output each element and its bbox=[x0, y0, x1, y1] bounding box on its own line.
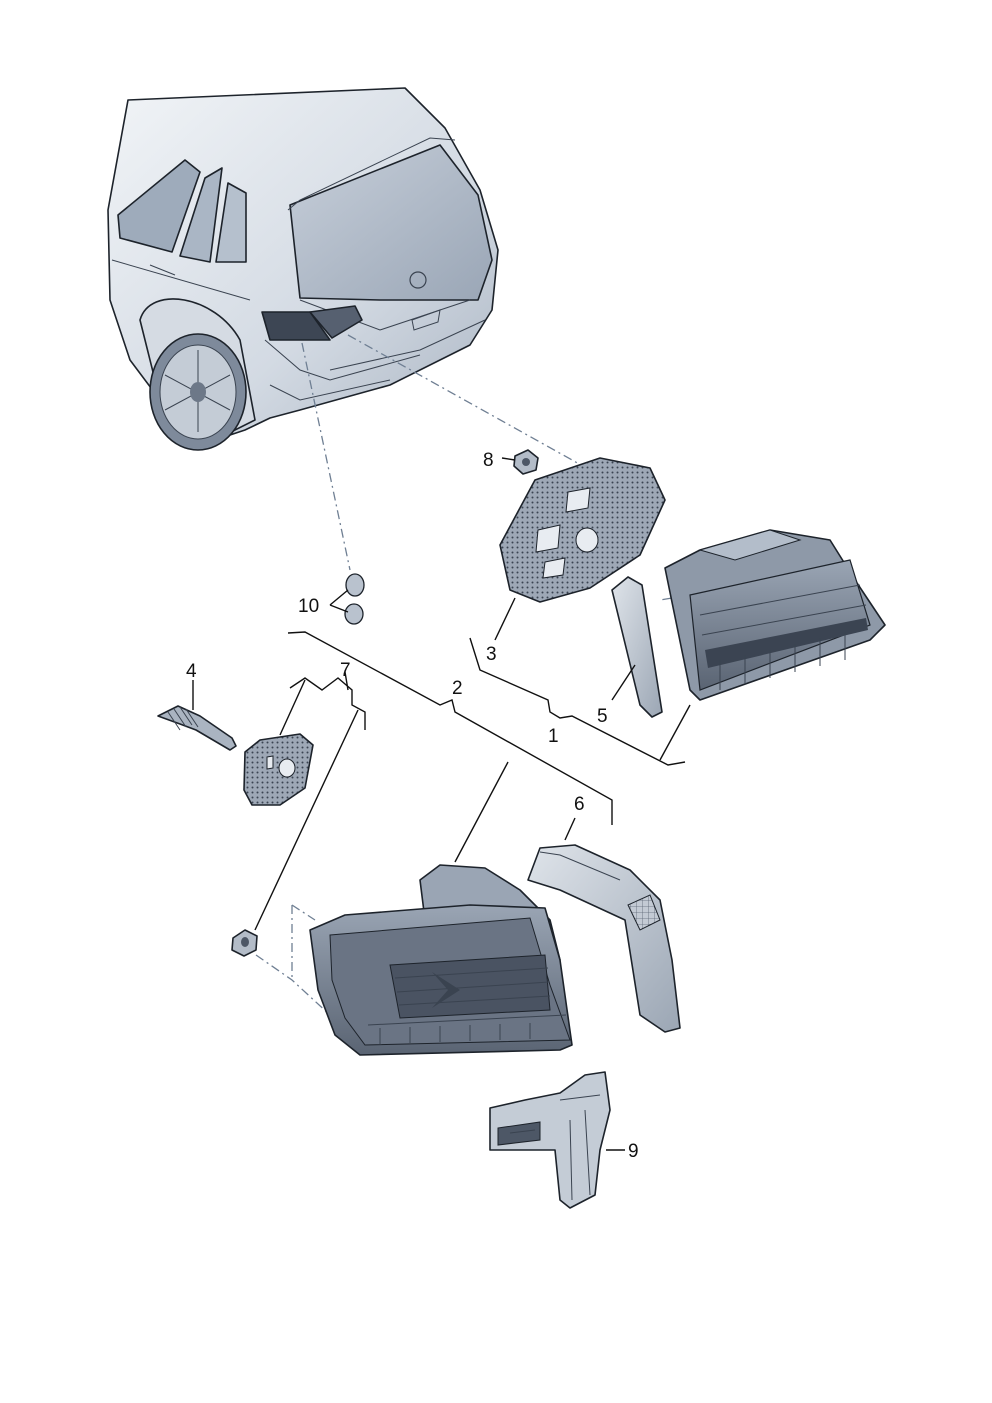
connector-lines bbox=[255, 334, 691, 1016]
callout-labels: 1 2 3 4 5 6 7 8 9 10 bbox=[186, 450, 639, 1162]
part-7-gasket bbox=[243, 733, 314, 806]
callout-7: 7 bbox=[340, 660, 351, 681]
part-3-gasket bbox=[499, 457, 666, 603]
callout-6: 6 bbox=[574, 794, 585, 815]
callout-3: 3 bbox=[486, 644, 497, 665]
part-10-caps bbox=[344, 573, 365, 625]
callout-5: 5 bbox=[597, 706, 608, 727]
part-9-bracket bbox=[489, 1071, 611, 1209]
callout-4: 4 bbox=[186, 661, 197, 682]
part-6-cover bbox=[527, 844, 681, 1033]
callout-9: 9 bbox=[628, 1141, 639, 1162]
part-2-outer-lamp bbox=[309, 864, 573, 1056]
lamp-nut bbox=[231, 929, 258, 957]
part-4-bolt bbox=[157, 705, 237, 751]
callout-8: 8 bbox=[483, 450, 494, 471]
callout-1: 1 bbox=[548, 726, 559, 747]
vehicle-rear-view bbox=[107, 87, 499, 451]
callout-2: 2 bbox=[452, 678, 463, 699]
leader-lines bbox=[192, 457, 691, 1151]
rear-lamp-outer bbox=[261, 311, 331, 341]
rear-lamp-inner bbox=[309, 305, 363, 339]
callout-10: 10 bbox=[298, 596, 319, 617]
part-1-inner-lamp bbox=[664, 529, 886, 701]
part-8-nut bbox=[513, 449, 539, 475]
part-5-seal bbox=[611, 576, 663, 718]
